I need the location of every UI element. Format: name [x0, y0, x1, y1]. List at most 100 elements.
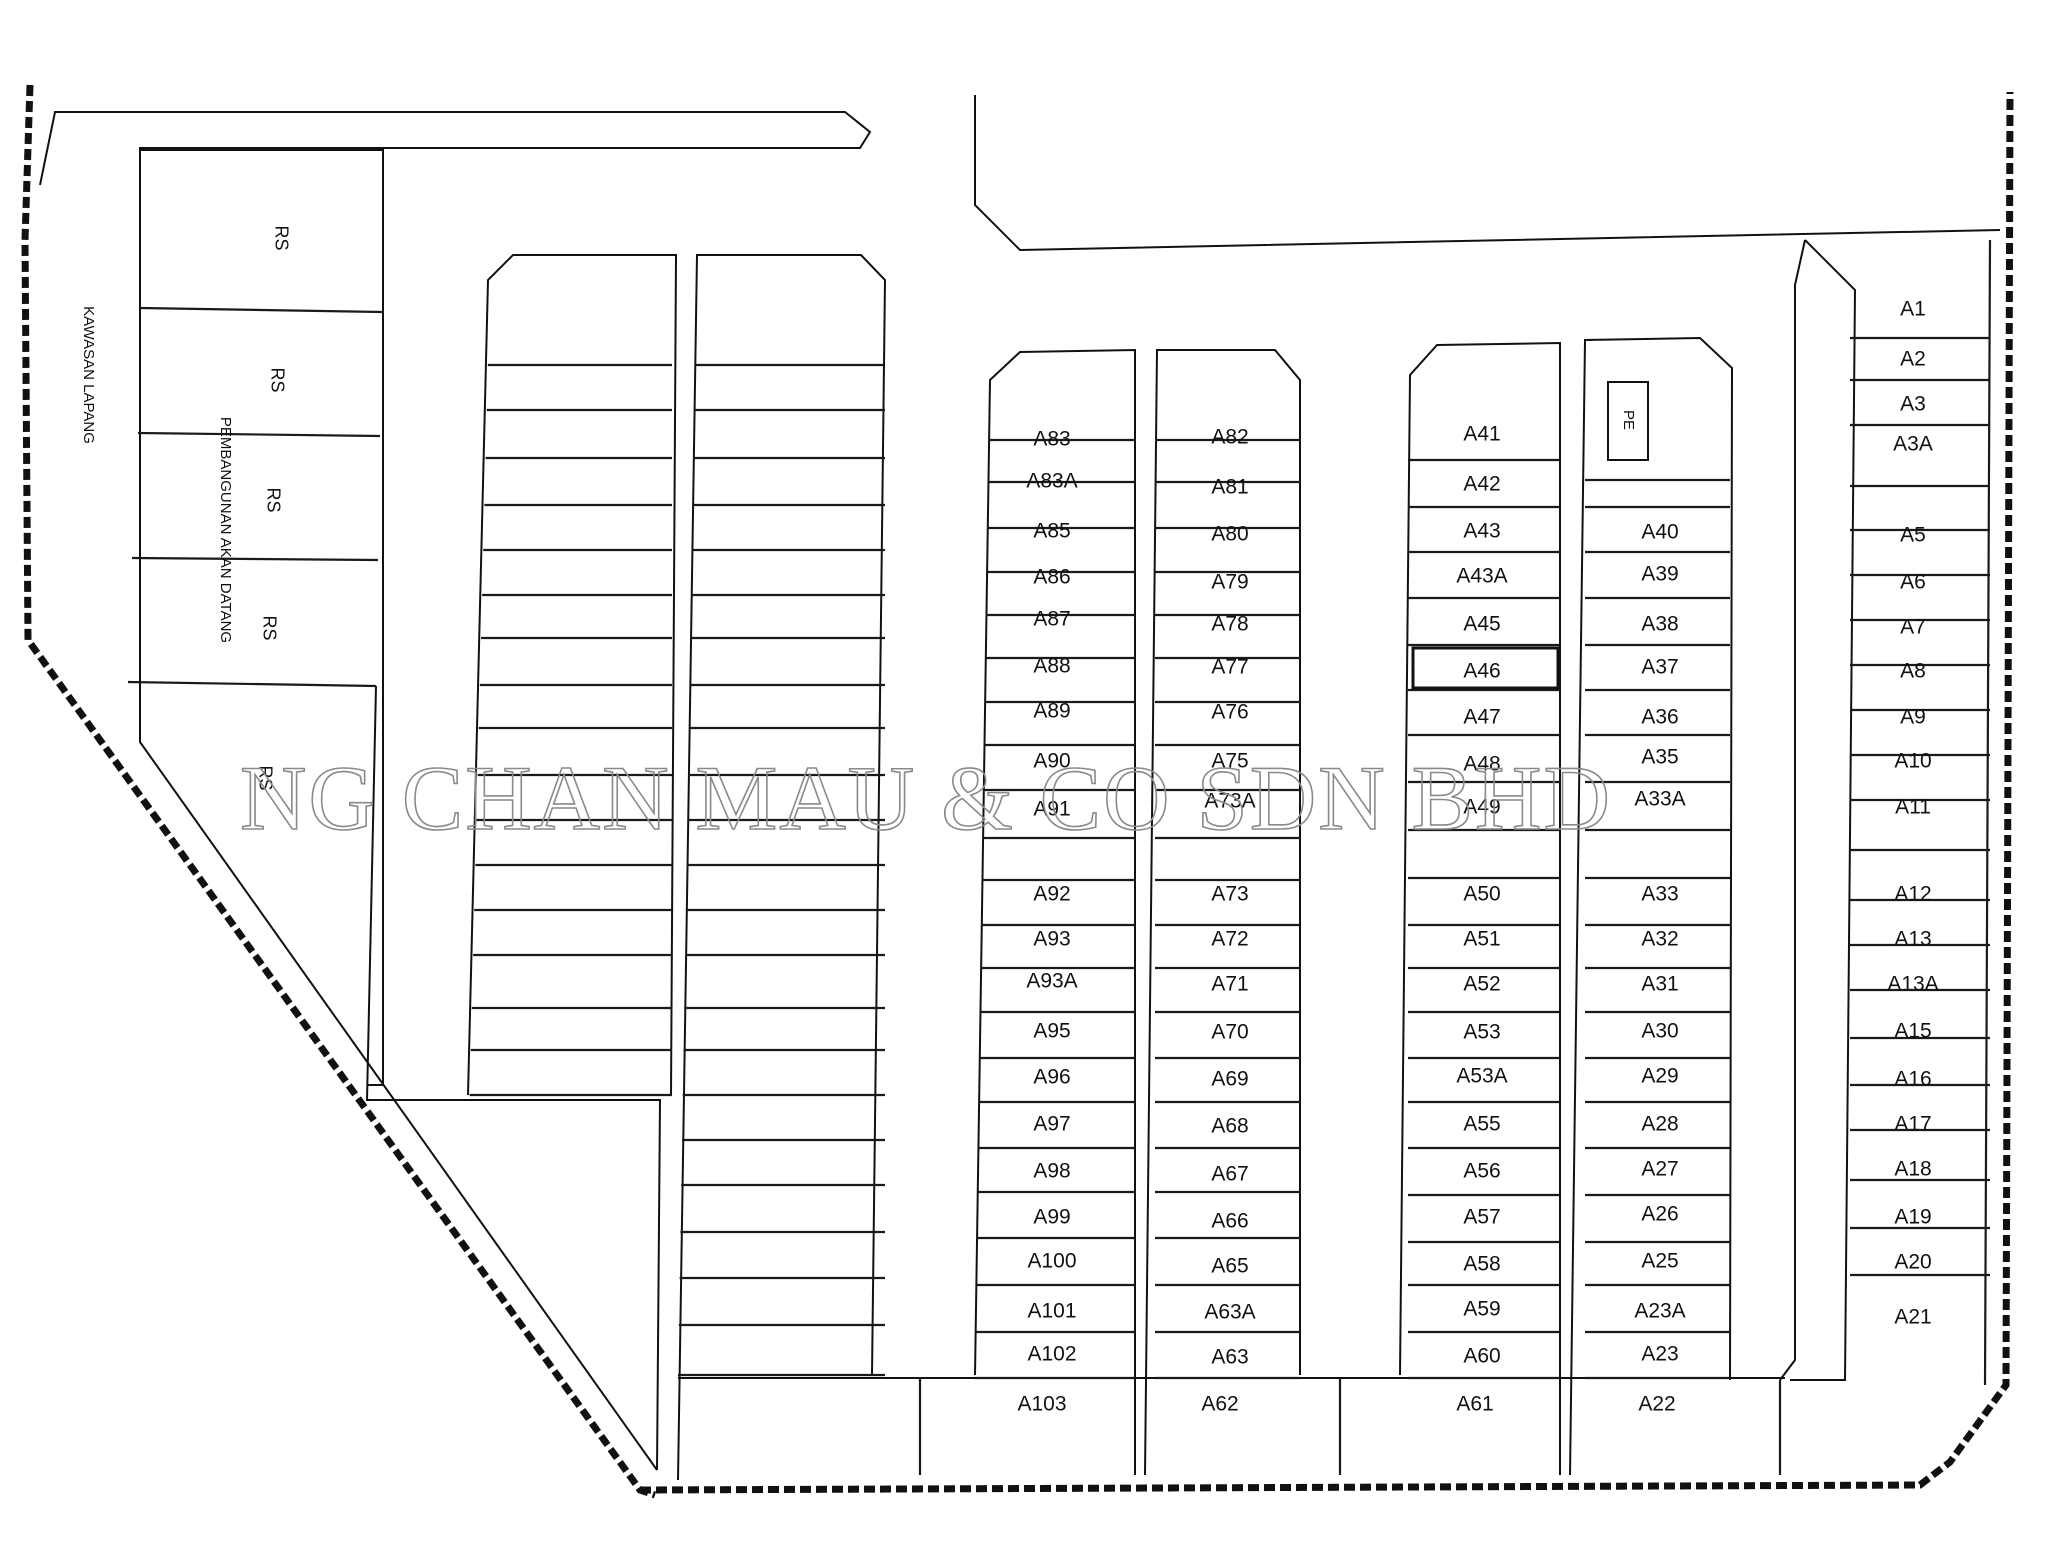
rs-divider [137, 431, 381, 438]
lot-label-e: A11 [1895, 796, 1931, 819]
lot-label-b: A71 [1211, 973, 1248, 996]
lot-label-e: A17 [1894, 1113, 1931, 1136]
lot-label-d: A40 [1641, 521, 1678, 544]
small-box [1607, 381, 1649, 461]
block-d-outline [1569, 336, 1734, 1476]
lot-label-c: A56 [1463, 1160, 1500, 1183]
lot-label-e: A7 [1900, 616, 1926, 639]
lot-label-c: A47 [1463, 706, 1500, 729]
watermark: NG CHAN MAU & CO SDN BHD [240, 747, 1612, 849]
lot-label-e: A16 [1894, 1068, 1931, 1091]
lot-label-b: A79 [1211, 571, 1248, 594]
lot-label-b: A65 [1211, 1255, 1248, 1278]
lot-label-a: A90 [1033, 750, 1070, 773]
lot-label-c: A43 [1463, 520, 1500, 543]
lot-label-e: A12 [1894, 883, 1931, 906]
lot-label-a: A101 [1027, 1300, 1076, 1323]
lot-label-d: A32 [1641, 928, 1678, 951]
lot-label-e: A19 [1894, 1206, 1931, 1229]
lot-label-b: A73A [1204, 790, 1255, 813]
lot-label-d: A26 [1641, 1203, 1678, 1226]
lot-label-a: A83A [1026, 470, 1077, 493]
lot-label-c: A42 [1463, 473, 1500, 496]
lot-label-d: A35 [1641, 746, 1678, 769]
lot-label-e: A18 [1894, 1158, 1931, 1181]
lot-label-a: A91 [1033, 798, 1070, 821]
lot-label-e: A13 [1894, 928, 1931, 951]
lot-label-b: A67 [1211, 1163, 1248, 1186]
lot-label-b: A63A [1204, 1301, 1255, 1324]
lot-label-d: A29 [1641, 1065, 1678, 1088]
lot-label-c: A57 [1463, 1206, 1500, 1229]
lot-label-c: A48 [1463, 753, 1500, 776]
lot-label-c: A59 [1463, 1298, 1500, 1321]
lot-label-e: A6 [1900, 571, 1926, 594]
lot-label-c: A60 [1463, 1345, 1500, 1368]
lot-label-d: A31 [1641, 973, 1678, 996]
lot-label-b: A78 [1211, 613, 1248, 636]
lot-label-d: A27 [1641, 1158, 1678, 1181]
lot-label-c: A41 [1463, 423, 1500, 446]
lot-label-d: A23 [1641, 1343, 1678, 1366]
lot-label-d: A37 [1641, 656, 1678, 679]
rs-label: RS [255, 765, 275, 790]
lot-label-c: A53A [1456, 1065, 1507, 1088]
lot-label-b: A69 [1211, 1068, 1248, 1091]
block-e-outline [1779, 239, 1806, 1381]
lot-label-b: A66 [1211, 1210, 1248, 1233]
lot-label-a: A102 [1027, 1343, 1076, 1366]
lot-label-a: A86 [1033, 566, 1070, 589]
lot-label-b: A68 [1211, 1115, 1248, 1138]
rs-label: RS [267, 367, 287, 392]
lot-label-e: A21 [1894, 1306, 1931, 1329]
lot-label-a: A100 [1027, 1250, 1076, 1273]
lot-label-a: A93A [1026, 970, 1077, 993]
lot-label-a: A95 [1033, 1020, 1070, 1043]
lot-label-a: A83 [1033, 428, 1070, 451]
lot-label-b: A70 [1211, 1021, 1248, 1044]
lot-label-a: A98 [1033, 1160, 1070, 1183]
lot-dividers [469, 336, 1990, 1380]
lot-label-d: A25 [1641, 1250, 1678, 1273]
block-c-outline [1399, 341, 1561, 1475]
site-boundary-inner [39, 111, 872, 1471]
rs-label: RS [263, 487, 283, 512]
block-2-outline [677, 254, 887, 1481]
lot-label-e: A15 [1894, 1020, 1931, 1043]
lot-labels: A83A83AA85A86A87A88A89A90A91A92A93A93AA9… [1017, 298, 1938, 1416]
lot-label-b: A76 [1211, 701, 1248, 724]
lot-label-e: A3A [1893, 433, 1933, 456]
lot-label-e: A9 [1900, 706, 1926, 729]
rs-label: RS [259, 615, 279, 640]
lot-label-a: A87 [1033, 608, 1070, 631]
lot-label-c: A46 [1463, 660, 1500, 683]
lot-label-b: A77 [1211, 656, 1248, 679]
block-e-right-edge [1983, 239, 1992, 1386]
lot-label-c: A43A [1456, 565, 1507, 588]
lot-label-e: A5 [1900, 524, 1926, 547]
lot-label-a: A93 [1033, 928, 1070, 951]
lot-label-e: A13A [1887, 973, 1938, 996]
lot-label-e: A10 [1894, 750, 1931, 773]
lot-label-b: A82 [1211, 426, 1248, 449]
lot-label-b: A75 [1211, 750, 1248, 773]
block-1-outline [467, 254, 678, 1096]
road-edge-top-right [974, 95, 2001, 252]
site-boundary-bottom [639, 91, 2014, 1494]
small-box-label: PE [1620, 410, 1637, 430]
lot-label-b: A80 [1211, 523, 1248, 546]
lot-label-b: A81 [1211, 476, 1248, 499]
rs-divider [139, 306, 384, 314]
lot-label-a: A97 [1033, 1113, 1070, 1136]
lot-label-b: A73 [1211, 883, 1248, 906]
block-a-outline [974, 348, 1136, 1475]
lot-label-e: A3 [1900, 393, 1926, 416]
pembangunan-label: PEMBANGUNAN AKAN DATANG [217, 417, 234, 643]
lot-label-bottom: A103 [1017, 1393, 1066, 1416]
lot-label-c: A51 [1463, 928, 1500, 951]
lot-label-a: A89 [1033, 700, 1070, 723]
lot-label-a: A92 [1033, 883, 1070, 906]
lot-label-c: A52 [1463, 973, 1500, 996]
